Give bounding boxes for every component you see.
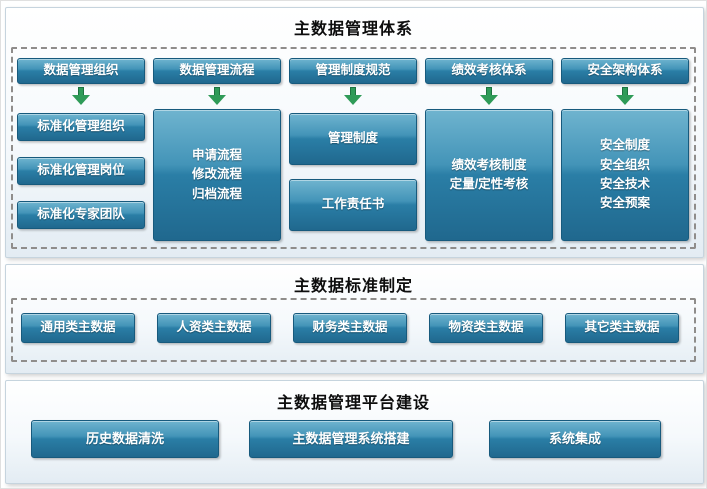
box-security-items: 安全制度 安全组织 安全技术 安全预案 <box>561 109 689 241</box>
down-arrow-icon <box>480 87 498 105</box>
box-master-data-general: 通用类主数据 <box>21 313 135 343</box>
box-work-responsibility: 工作责任书 <box>289 179 417 231</box>
down-arrow-icon <box>208 87 226 105</box>
column-header-performance: 绩效考核体系 <box>425 58 553 84</box>
box-std-post: 标准化管理岗位 <box>17 157 145 185</box>
box-master-data-hr: 人资类主数据 <box>157 313 271 343</box>
column-header-data-org: 数据管理组织 <box>17 58 145 84</box>
box-master-data-other: 其它类主数据 <box>565 313 679 343</box>
down-arrow-icon <box>344 87 362 105</box>
management-dashed-container <box>11 47 696 249</box>
section-management-title: 主数据管理体系 <box>293 21 413 38</box>
box-system-integration: 系统集成 <box>489 420 661 458</box>
column-header-security: 安全架构体系 <box>561 58 689 84</box>
box-std-expert-team: 标准化专家团队 <box>17 201 145 229</box>
box-std-org: 标准化管理组织 <box>17 113 145 141</box>
section-platform-title: 主数据管理平台建设 <box>276 395 430 412</box>
down-arrow-icon <box>72 87 90 105</box>
column-header-data-process: 数据管理流程 <box>153 58 281 84</box>
down-arrow-icon <box>616 87 634 105</box>
box-process-flows: 申请流程 修改流程 归档流程 <box>153 109 281 241</box>
column-header-rules: 管理制度规范 <box>289 58 417 84</box>
standards-dashed-container <box>11 298 696 362</box>
section-standards-title: 主数据标准制定 <box>293 278 413 295</box>
box-performance-assessment: 绩效考核制度 定量/定性考核 <box>425 109 553 241</box>
box-mdm-system-build: 主数据管理系统搭建 <box>249 420 453 458</box>
box-master-data-material: 物资类主数据 <box>429 313 543 343</box>
box-master-data-finance: 财务类主数据 <box>293 313 407 343</box>
box-management-rules: 管理制度 <box>289 113 417 165</box>
box-history-data-cleaning: 历史数据清洗 <box>31 420 219 458</box>
